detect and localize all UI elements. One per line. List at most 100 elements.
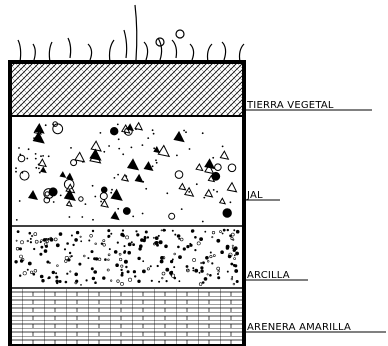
grain-dot <box>35 158 37 160</box>
clay-dot <box>210 252 211 253</box>
clay-dot <box>177 246 179 248</box>
clay-dot <box>143 261 144 262</box>
grain-dot <box>142 181 144 183</box>
clay-dot <box>50 238 53 241</box>
grain-dot <box>183 130 185 132</box>
grain-dot <box>124 132 126 134</box>
grain-dot <box>156 162 158 164</box>
clay-dot <box>116 264 119 267</box>
clay-dot <box>94 271 97 274</box>
clay-dot <box>231 263 233 265</box>
clay-dot <box>19 248 21 250</box>
clay-dot <box>183 248 186 251</box>
clay-dot <box>121 272 123 274</box>
pebble-mark <box>111 128 118 135</box>
clay-dot <box>235 269 238 272</box>
clay-dot <box>75 273 78 276</box>
grain-dot <box>131 147 133 149</box>
grain-dot <box>100 132 102 134</box>
grain-dot <box>152 165 154 167</box>
clay-dot <box>194 236 196 238</box>
clay-dot <box>234 247 237 250</box>
clay-dot <box>121 233 124 236</box>
grain-dot <box>152 129 154 131</box>
clay-dot <box>128 251 131 254</box>
clay-dot <box>201 262 202 263</box>
clay-dot <box>71 235 72 236</box>
clay-dot <box>27 269 28 270</box>
grain-dot <box>153 133 155 135</box>
clay-dot <box>67 273 69 275</box>
clay-dot <box>56 276 58 278</box>
clay-dot <box>158 281 159 282</box>
grain-dot <box>213 189 215 191</box>
clay-dot <box>56 244 59 247</box>
grain-dot <box>181 208 183 210</box>
grain-dot <box>166 192 168 194</box>
clay-dot <box>33 273 35 275</box>
clay-dot <box>150 266 151 267</box>
grain-dot <box>69 174 71 176</box>
grain-dot <box>203 197 205 199</box>
grain-dot <box>22 172 24 174</box>
layer-clay <box>12 227 242 287</box>
clay-dot <box>108 229 110 231</box>
clay-dot <box>52 271 55 274</box>
grain-dot <box>38 168 40 170</box>
clay-dot <box>127 271 129 273</box>
clay-dot <box>174 277 176 279</box>
clay-dot <box>48 278 49 279</box>
clay-dot <box>236 230 239 233</box>
label-topsoil-text: TIERRA VEGETAL <box>246 100 334 111</box>
clay-dot <box>55 273 56 274</box>
clay-dot <box>122 230 124 232</box>
clay-dot <box>165 245 168 248</box>
clay-dot <box>131 242 132 243</box>
clay-dot <box>223 229 225 231</box>
clay-dot <box>109 248 110 249</box>
grain-dot <box>132 216 134 218</box>
grain-dot <box>208 164 210 166</box>
grain-dot <box>69 216 71 218</box>
clay-dot <box>217 273 218 274</box>
clay-dot <box>179 238 180 239</box>
clay-dot <box>155 237 158 240</box>
grain-dot <box>230 201 232 203</box>
clay-dot <box>160 260 163 263</box>
clay-dot <box>133 270 136 273</box>
clay-dot <box>195 269 198 272</box>
clay-dot <box>190 243 191 244</box>
clay-dot <box>163 229 165 231</box>
label-topsoil: TIERRA VEGETAL <box>246 100 372 111</box>
clay-dot <box>199 272 200 273</box>
clay-dot <box>226 247 229 250</box>
clay-dot <box>142 270 145 273</box>
clay-dot <box>91 268 93 270</box>
clay-dot <box>15 260 18 263</box>
clay-dot <box>236 280 238 282</box>
clay-dot <box>76 231 79 234</box>
clay-dot <box>193 267 194 268</box>
clay-dot <box>166 280 168 282</box>
grain-dot <box>117 174 119 176</box>
grain-dot <box>68 194 70 196</box>
grain-dot <box>155 159 157 161</box>
clay-dot <box>157 265 159 267</box>
label-sand-text: ARENERA AMARILLA <box>247 322 351 333</box>
grain-dot <box>202 221 204 223</box>
grain-dot <box>92 219 94 221</box>
clay-dot <box>46 238 47 239</box>
clay-dot <box>222 233 223 234</box>
clay-dot <box>138 280 141 283</box>
clay-dot <box>89 240 90 241</box>
clay-dot <box>128 243 131 246</box>
grain-dot <box>142 144 144 146</box>
clay-dot <box>169 271 172 274</box>
clay-dot <box>81 241 82 242</box>
clay-dot <box>40 241 41 242</box>
clay-dot <box>40 275 43 278</box>
clay-dot <box>59 233 62 236</box>
clay-dot <box>137 234 140 237</box>
grain-dot <box>26 158 28 160</box>
clay-dot <box>30 241 32 243</box>
